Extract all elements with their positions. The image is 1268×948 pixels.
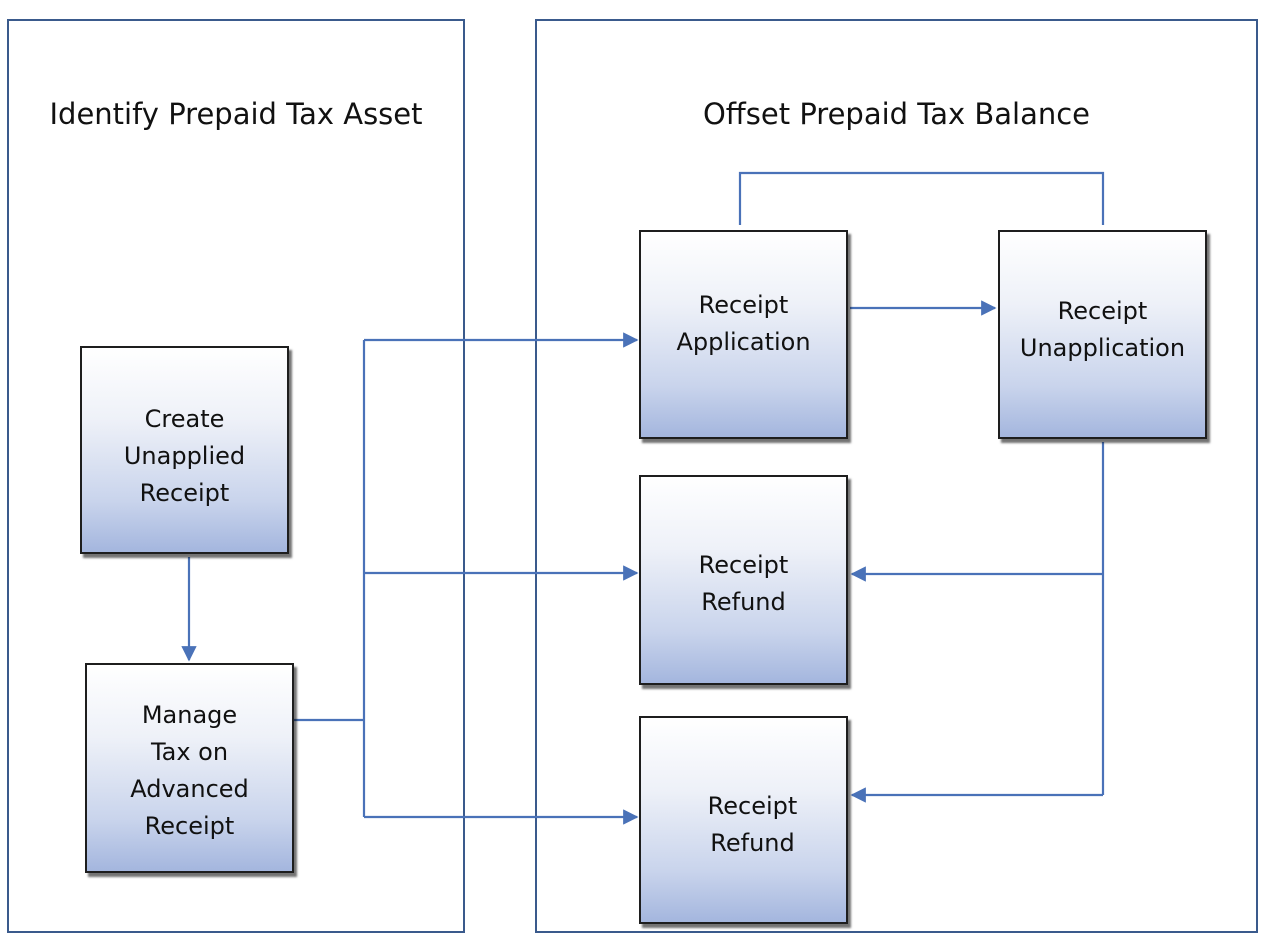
node-label-receipt-refund-1: Receipt Refund	[698, 551, 789, 616]
node-label-receipt-refund-2: Receipt Refund	[707, 792, 798, 857]
node-label-create-unapplied-receipt: Create Unapplied Receipt	[123, 405, 246, 507]
node-receipt-refund-2[interactable]: Receipt Refund	[639, 716, 848, 924]
node-manage-tax-advanced-receipt[interactable]: Manage Tax on Advanced Receipt	[85, 663, 294, 873]
panel-title-right: Offset Prepaid Tax Balance	[702, 97, 1091, 131]
connector-top-loop	[738, 171, 1105, 225]
node-receipt-application[interactable]: Receipt Application	[639, 230, 848, 439]
node-label-receipt-application: Receipt Application	[676, 291, 811, 356]
panel-title-left: Identify Prepaid Tax Asset	[49, 97, 423, 131]
node-receipt-unapplication[interactable]: Receipt Unapplication	[998, 230, 1207, 439]
node-receipt-refund-1[interactable]: Receipt Refund	[639, 475, 848, 685]
node-label-manage-tax-advanced-receipt: Manage Tax on Advanced Receipt	[130, 701, 249, 840]
node-label-receipt-unapplication: Receipt Unapplication	[1019, 297, 1186, 362]
node-create-unapplied-receipt[interactable]: Create Unapplied Receipt	[80, 346, 289, 554]
